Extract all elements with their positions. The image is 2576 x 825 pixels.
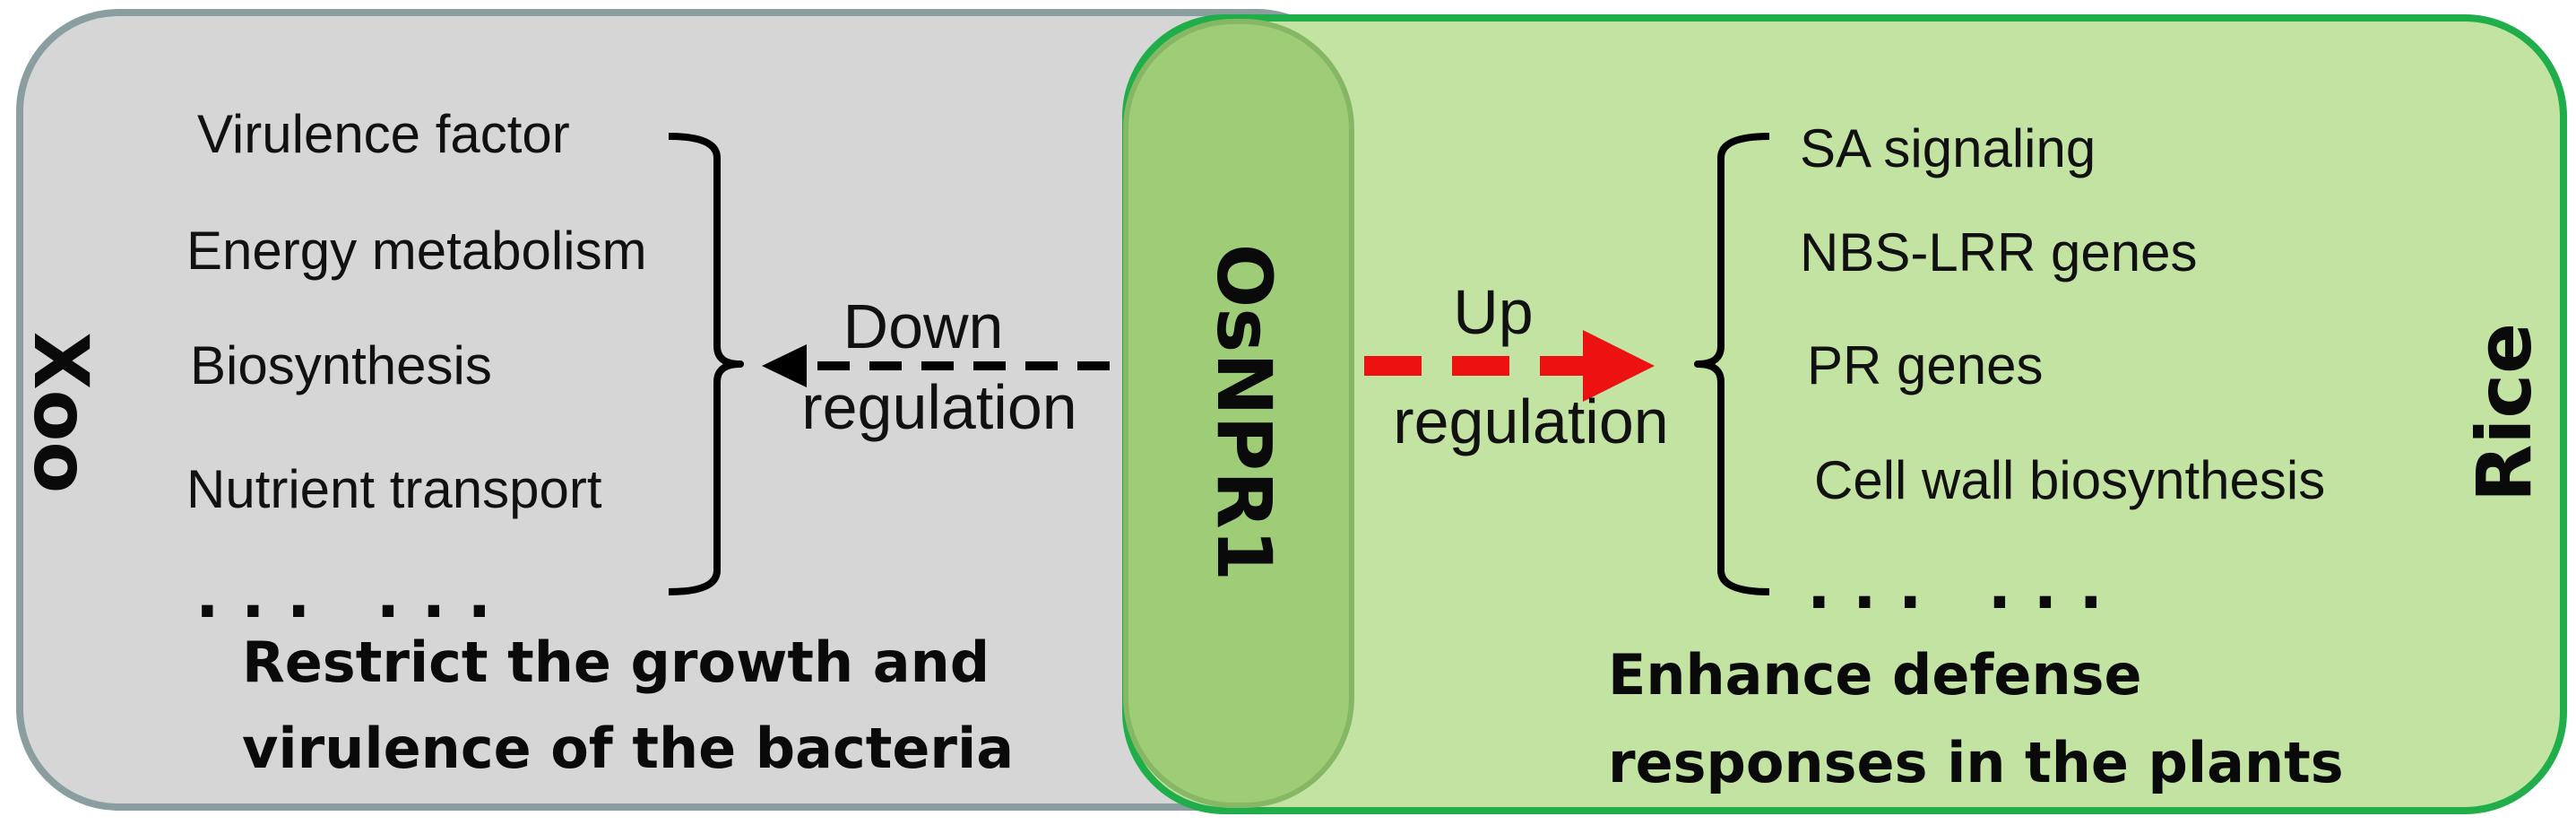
rice-bracket <box>1694 133 1770 595</box>
rice-item-sa-signaling: SA signaling <box>1800 118 2096 178</box>
xoo-item-nutrient-transport: Nutrient transport <box>186 459 602 519</box>
down-arrow-label-1: Down <box>843 291 1004 361</box>
up-arrow-label-1: Up <box>1453 277 1533 347</box>
rice-ellipsis: . . . . . . <box>1807 550 2103 623</box>
xoo-label: Xoo <box>17 332 105 493</box>
xoo-item-virulence-factor: Virulence factor <box>197 104 570 164</box>
down-arrow-head <box>762 344 807 387</box>
xoo-ellipsis: . . . . . . <box>195 559 491 632</box>
xoo-bracket <box>668 133 744 595</box>
xoo-summary-line-2: virulence of the bacteria <box>242 716 1014 781</box>
xoo-summary-line-1: Restrict the growth and <box>242 630 990 695</box>
up-arrow-label-2: regulation <box>1393 386 1668 456</box>
up-arrow-head <box>1583 330 1655 402</box>
rice-item-pr-genes: PR genes <box>1807 335 2044 395</box>
xoo-item-energy-metabolism: Energy metabolism <box>186 221 647 281</box>
rice-summary-line-1: Enhance defense <box>1608 642 2142 708</box>
rice-summary-line-2: responses in the plants <box>1608 730 2344 795</box>
rice-label: Rice <box>2460 323 2548 502</box>
rice-item-nbs-lrr-genes: NBS-LRR genes <box>1800 222 2198 282</box>
osnpr1-label: OsNPR1 <box>1200 244 1288 581</box>
xoo-item-biosynthesis: Biosynthesis <box>190 335 492 395</box>
down-arrow-label-2: regulation <box>801 372 1076 442</box>
osnpr1-pill <box>1123 19 1354 808</box>
rice-item-cell-wall-biosynthesis: Cell wall biosynthesis <box>1814 450 2325 510</box>
